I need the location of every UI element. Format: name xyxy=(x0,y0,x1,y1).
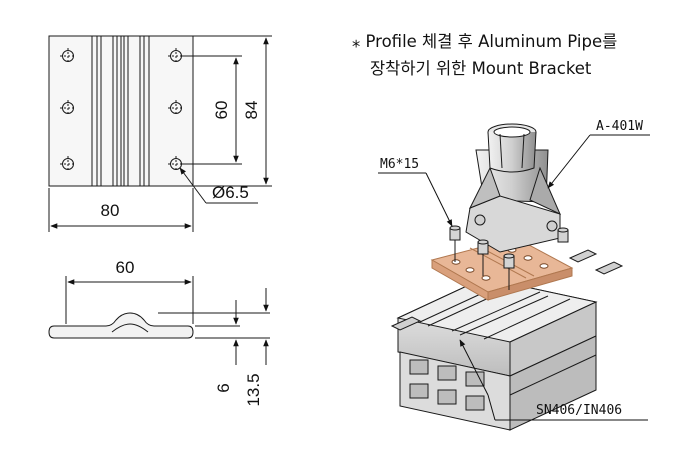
top-view xyxy=(48,35,272,232)
dim-hole-pitch: 60 xyxy=(212,101,231,120)
callout-screw: M6*15 xyxy=(380,157,419,172)
assembly-view xyxy=(390,123,624,431)
dim-top-width: 80 xyxy=(101,201,120,220)
dim-overall-height: 84 xyxy=(242,101,261,120)
title-line-2: 장착하기 위한 Mount Bracket xyxy=(370,59,592,78)
title-line-1: ⁎ Profile 체결 후 Aluminum Pipe를 xyxy=(352,32,618,51)
callout-pipe-connector: A-401W xyxy=(596,119,643,134)
side-view xyxy=(48,276,270,365)
dim-side-pitch: 60 xyxy=(116,258,135,277)
page-title: ⁎ Profile 체결 후 Aluminum Pipe를 장착하기 위한 Mo… xyxy=(352,28,617,82)
dim-thickness: 6 xyxy=(214,383,233,392)
callout-nut: SN406/IN406 xyxy=(536,403,622,418)
mount-hole xyxy=(60,48,184,172)
callout-leaders xyxy=(378,134,650,421)
screw-parts xyxy=(449,225,569,290)
dim-hole-dia: Ø6.5 xyxy=(212,183,249,202)
dim-side-height: 13.5 xyxy=(244,373,263,406)
